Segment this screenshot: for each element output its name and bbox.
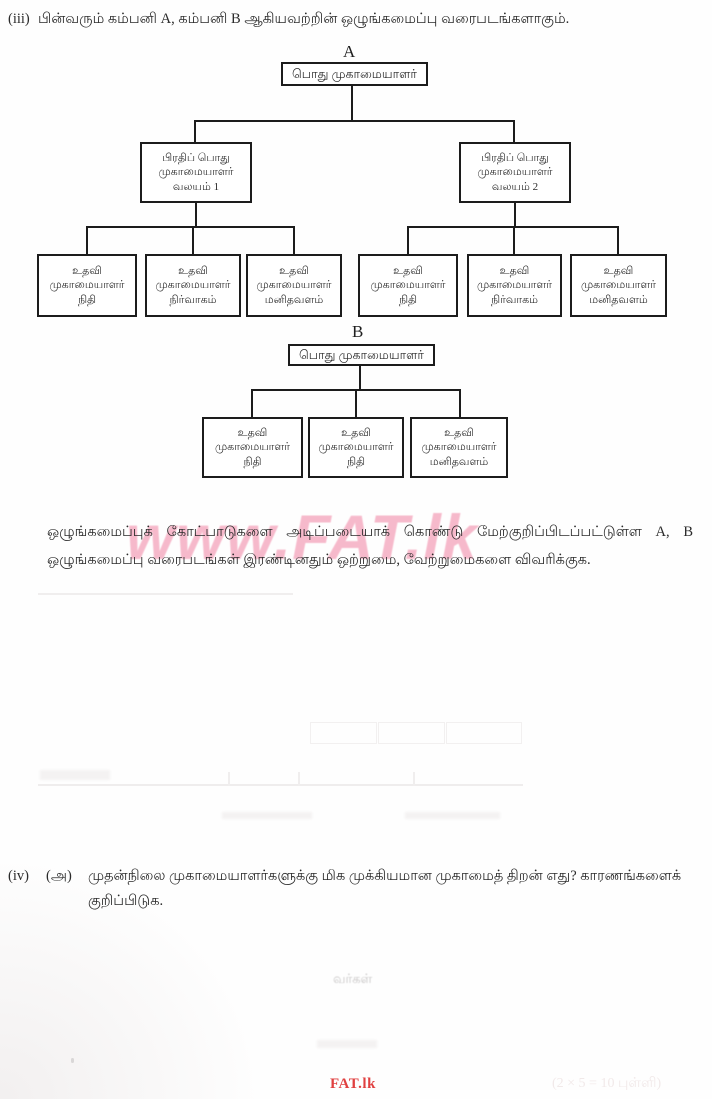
chart-a-label: A <box>343 42 356 61</box>
scan-artifact-box <box>310 722 377 744</box>
box-line: முகாமையாளர் <box>158 166 234 179</box>
chart-a-assistant6-box: உதவி முகாமையாளர் மனிதவளம் <box>570 254 667 317</box>
connector-line <box>514 203 516 228</box>
box-line: உதவி <box>178 265 208 278</box>
scan-ghost-text: வர்கள் <box>333 971 373 986</box>
chart-a-deputy1-box: பிரதிப் பொது முகாமையாளர் வலயம் 1 <box>140 142 252 203</box>
chart-a-assistant4-box: உதவி முகாமையாளர் நிதி <box>358 254 458 317</box>
box-line: உதவி <box>72 265 102 278</box>
footer-brand-text: FAT.lk <box>330 1076 376 1092</box>
scan-artifact-smudge <box>317 1040 377 1048</box>
connector-line <box>251 389 253 417</box>
box-line: நிதி <box>398 293 418 306</box>
connector-line <box>194 120 515 122</box>
scan-artifact-line <box>38 784 523 786</box>
box-line: உதவி <box>444 427 474 440</box>
question-iii-text: பின்வரும் கம்பனி A, கம்பனி B ஆகியவற்றின்… <box>38 11 570 27</box>
chart-a-assistant1-box: உதவி முகாமையாளர் நிதி <box>37 254 137 317</box>
question-iv-text-line1: முதன்நிலை முகாமையாளர்களுக்கு மிக முக்கிய… <box>88 868 682 884</box>
question-iv-part: (அ) <box>46 868 72 884</box>
watermark-text: www.FAT.lk <box>126 503 478 573</box>
chart-b-assistant2-box: உதவி முகாமையாளர் நிதி <box>308 417 404 478</box>
connector-line <box>192 226 194 254</box>
box-line: பிரதிப் பொது <box>481 152 549 165</box>
question-iv-number: (iv) <box>8 868 29 884</box>
chart-a-assistant5-box: உதவி முகாமையாளர் நிர்வாகம் <box>467 254 562 317</box>
connector-line <box>359 366 361 391</box>
box-line: முகாமையாளர் <box>155 279 231 292</box>
chart-b-root-box: பொது முகாமையாளர் <box>288 344 435 366</box>
question-iii-number: (iii) <box>8 11 30 27</box>
box-line: மனிதவளம் <box>589 293 648 306</box>
scan-artifact-smudge <box>40 770 110 780</box>
box-line: உதவி <box>237 427 268 440</box>
box-line: வலயம் 1 <box>172 180 220 193</box>
scan-artifact-smudge <box>222 812 312 819</box>
instruction-paragraph-line2: ஒழுங்கமைப்பு வரைபடங்கள் இரண்டினதும் ஒற்ற… <box>47 552 591 568</box>
scan-artifact-smudge <box>405 812 500 819</box>
connector-line <box>194 120 196 142</box>
box-line: உதவி <box>341 427 371 440</box>
connector-line <box>86 226 295 228</box>
instruction-paragraph-line1: ஒழுங்கமைப்புக் கோட்பாடுகளை அடிப்படையாக் … <box>47 524 693 540</box>
box-line: முகாமையாளர் <box>477 166 553 179</box>
scan-artifact-tick <box>413 772 415 786</box>
chart-b-root-title: பொது முகாமையாளர் <box>299 347 424 362</box>
box-line: நிர்வாகம் <box>490 293 539 306</box>
chart-a-assistant3-box: உதவி முகாமையாளர் மனிதவளம் <box>246 254 342 317</box>
scan-artifact-box <box>446 722 522 744</box>
chart-b-assistant1-box: உதவி முகாமையாளர் நிதி <box>202 417 303 478</box>
box-line: முகாமையாளர் <box>370 279 446 292</box>
box-line: முகாமையாளர் <box>256 279 332 292</box>
scan-artifact-tick <box>228 772 230 786</box>
scan-artifact-dot <box>71 1058 74 1063</box>
box-line: உதவி <box>603 265 634 278</box>
box-line: உதவி <box>499 265 530 278</box>
connector-line <box>407 226 409 254</box>
connector-line <box>351 86 353 122</box>
box-line: உதவி <box>279 265 309 278</box>
scan-artifact-tick <box>298 772 300 786</box>
box-line: நிர்வாகம் <box>169 293 217 306</box>
box-line: முகாமையாளர் <box>580 279 657 292</box>
scan-artifact-box <box>378 722 445 744</box>
box-line: பிரதிப் பொது <box>162 152 230 165</box>
connector-line <box>459 389 461 417</box>
box-line: முகாமையாளர் <box>214 441 291 454</box>
scan-shadow <box>0 820 300 1099</box>
box-line: நிதி <box>243 455 262 468</box>
box-line: மனிதவளம் <box>429 455 489 468</box>
connector-line <box>513 120 515 142</box>
chart-a-assistant2-box: உதவி முகாமையாளர் நிர்வாகம் <box>145 254 241 317</box>
chart-a-deputy2-box: பிரதிப் பொது முகாமையாளர் வலயம் 2 <box>459 142 571 203</box>
box-line: வலயம் 2 <box>491 180 539 193</box>
connector-line <box>86 226 88 254</box>
chart-b-assistant3-box: உதவி முகாமையாளர் மனிதவளம் <box>410 417 508 478</box>
footer-ghost-marks: (2 × 5 = 10 புள்ளி) <box>552 1076 662 1091</box>
box-line: நிதி <box>77 293 97 306</box>
question-iv-text-line2: குறிப்பிடுக. <box>88 893 164 909</box>
box-line: மனிதவளம் <box>264 293 324 306</box>
box-line: முகாமையாளர் <box>318 441 394 454</box>
box-line: முகாமையாளர் <box>476 279 553 292</box>
box-line: உதவி <box>393 265 423 278</box>
box-line: முகாமையாளர் <box>421 441 497 454</box>
chart-a-root-box: பொது முகாமையாளர் <box>281 62 428 86</box>
connector-line <box>355 389 357 417</box>
box-line: நிதி <box>346 455 366 468</box>
connector-line <box>195 203 197 228</box>
connector-line <box>513 226 515 254</box>
scan-artifact-line <box>38 593 293 595</box>
chart-a-root-title: பொது முகாமையாளர் <box>292 66 417 81</box>
connector-line <box>617 226 619 254</box>
connector-line <box>293 226 295 254</box>
chart-b-label: B <box>352 322 364 341</box>
box-line: முகாமையாளர் <box>49 279 125 292</box>
